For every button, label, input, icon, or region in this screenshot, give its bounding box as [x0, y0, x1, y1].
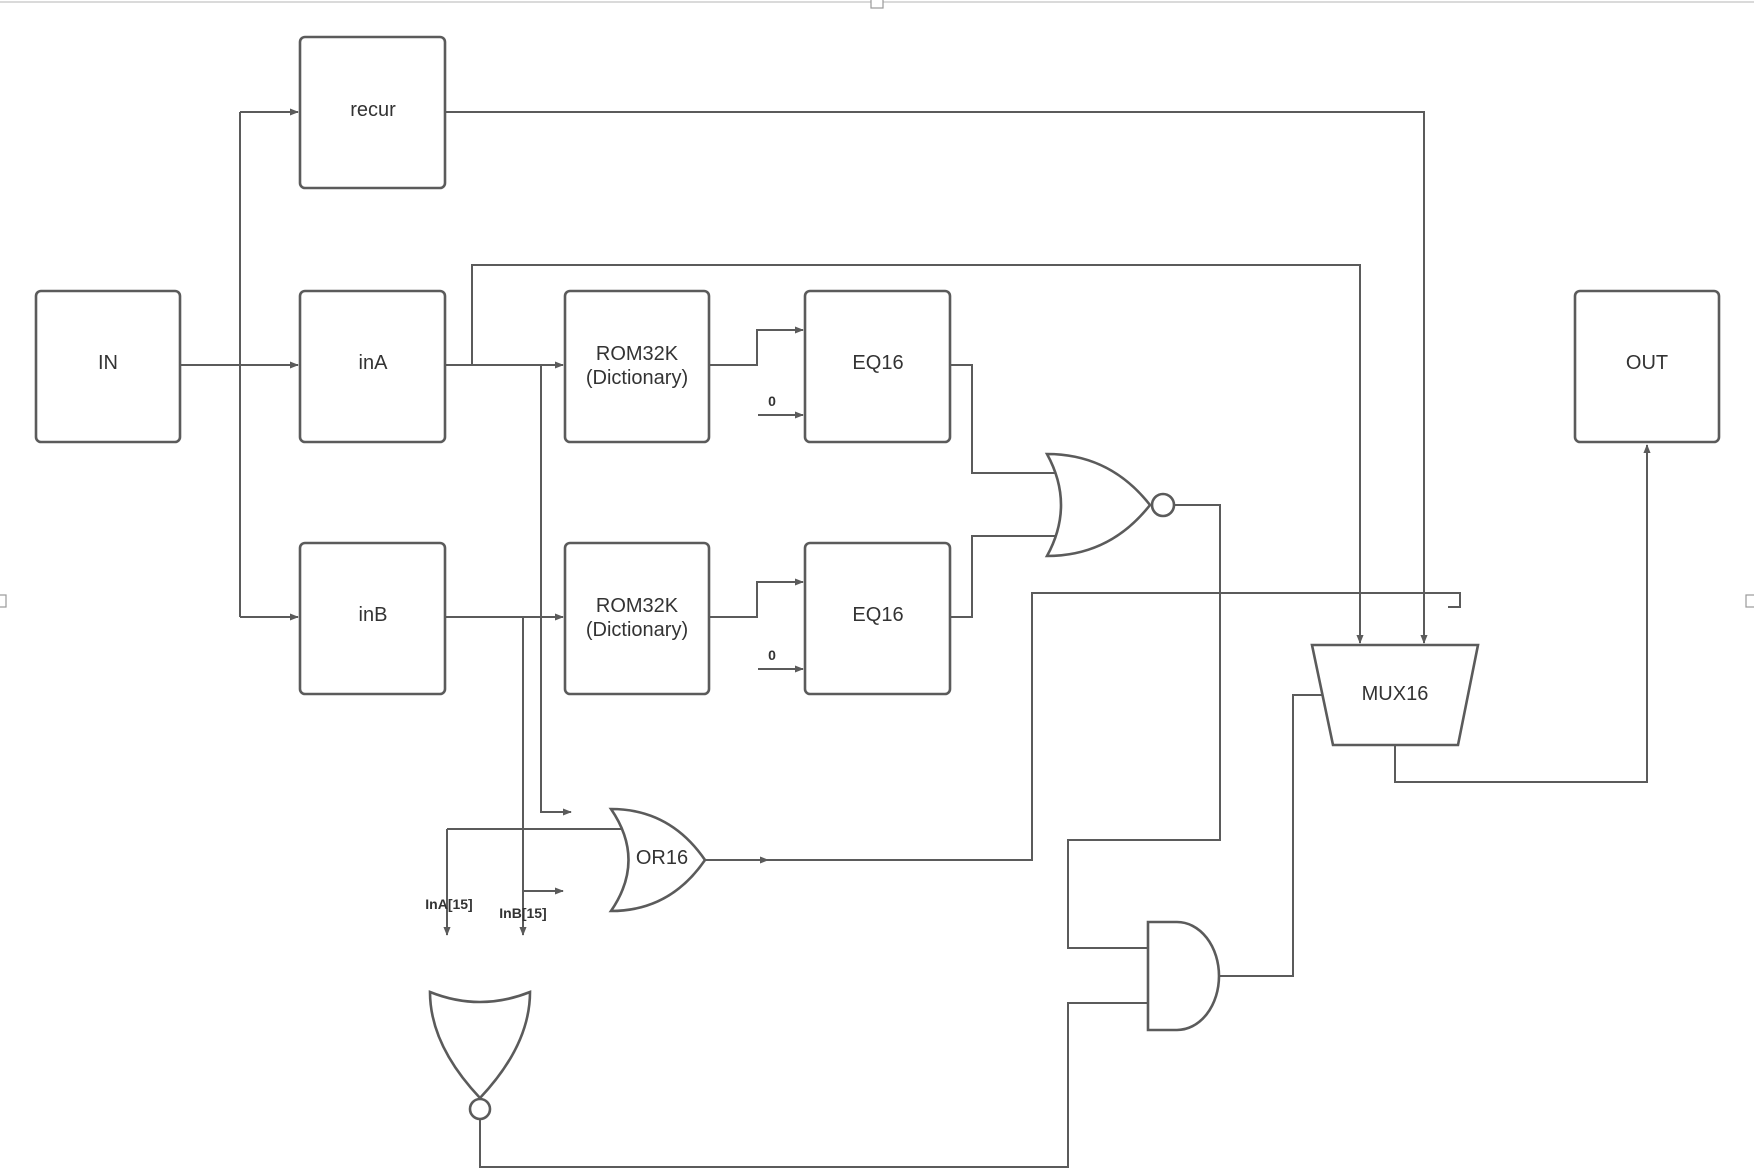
- block-out-label: OUT: [1626, 352, 1668, 374]
- right-resize-handle[interactable]: [1745, 594, 1754, 608]
- rom-b-label-2: (Dictionary): [586, 619, 688, 641]
- nor-gate-lower[interactable]: [428, 990, 532, 1121]
- and-gate[interactable]: [1146, 920, 1221, 1032]
- label-ina15: InA[15]: [425, 896, 472, 912]
- eq-b-label: EQ16: [852, 604, 903, 626]
- block-in-label: IN: [98, 352, 118, 374]
- block-recur[interactable]: recur: [298, 35, 447, 190]
- or16-label: OR16: [636, 847, 688, 869]
- wire-inb-to-or16: [522, 617, 564, 895]
- const-zero-b: 0: [768, 647, 776, 663]
- nor-gate-upper[interactable]: [1044, 452, 1176, 558]
- block-inb[interactable]: inB: [298, 541, 447, 696]
- block-recur-label: recur: [350, 99, 396, 121]
- wire-nor-to-and: [1067, 504, 1221, 949]
- block-ina[interactable]: inA: [298, 289, 447, 444]
- eq-a-label: EQ16: [852, 352, 903, 374]
- wire-ina-to-mux: [471, 264, 1364, 644]
- block-ina-label: inA: [359, 352, 389, 374]
- or16-gate[interactable]: OR16: [608, 807, 707, 913]
- wire-ina-to-or16: [540, 365, 572, 816]
- rom-a-label-1: ROM32K: [596, 343, 679, 365]
- wire-or16-to-mux: [768, 592, 1461, 861]
- wires: [180, 108, 1651, 1168]
- left-resize-handle[interactable]: [0, 594, 7, 608]
- block-out[interactable]: OUT: [1573, 289, 1721, 444]
- wire-rom-a-to-eq: [709, 326, 804, 366]
- block-rom-a[interactable]: ROM32K (Dictionary): [563, 289, 711, 444]
- const-zero-a: 0: [768, 393, 776, 409]
- block-eq-b[interactable]: EQ16: [803, 541, 952, 696]
- wire-rom-b-to-eq: [709, 578, 804, 618]
- label-inb15: InB[15]: [499, 905, 546, 921]
- wire-and-to-mux: [1220, 694, 1323, 977]
- mux16-label: MUX16: [1362, 683, 1429, 705]
- block-inb-label: inB: [359, 604, 388, 626]
- wire-recur-to-mux: [445, 111, 1428, 644]
- block-in[interactable]: IN: [34, 289, 182, 444]
- rom-b-label-1: ROM32K: [596, 595, 679, 617]
- top-resize-handle[interactable]: [870, 0, 884, 9]
- block-eq-a[interactable]: EQ16: [803, 289, 952, 444]
- wire-eq-a-to-nor: [950, 364, 1055, 474]
- rom-a-label-2: (Dictionary): [586, 367, 688, 389]
- wire-nor2-to-and: [479, 1002, 1148, 1168]
- wire-eq-b-to-nor: [950, 535, 1055, 618]
- mux16[interactable]: MUX16: [1310, 643, 1480, 747]
- block-rom-b[interactable]: ROM32K (Dictionary): [563, 541, 711, 696]
- wire-mux-to-out: [1394, 444, 1651, 783]
